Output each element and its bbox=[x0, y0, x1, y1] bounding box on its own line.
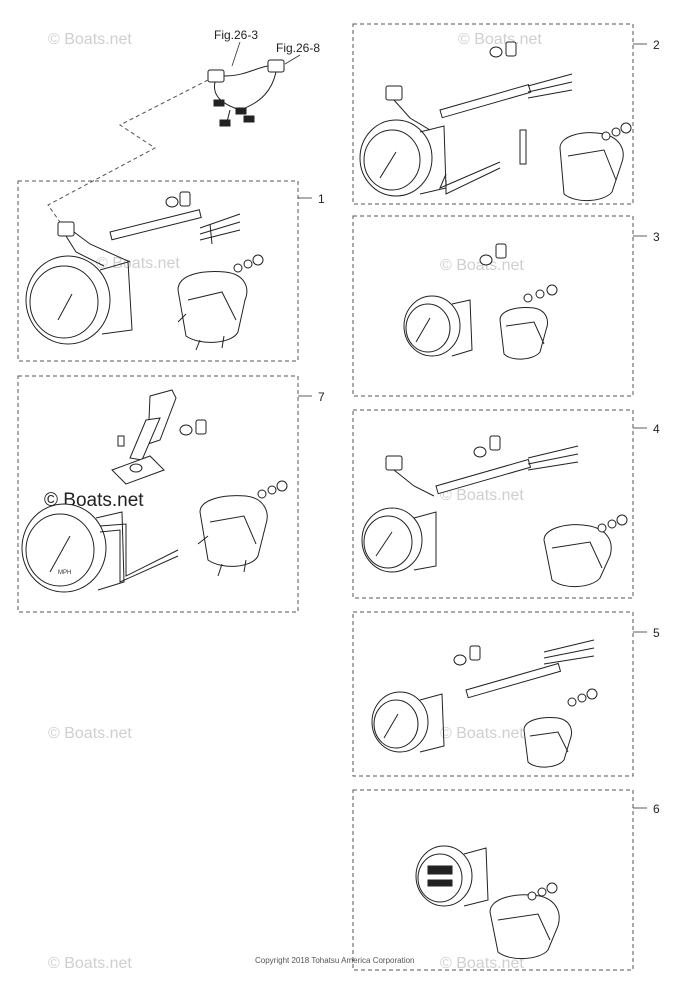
assembly-5-box bbox=[352, 611, 634, 777]
watermark-8: © Boats.net bbox=[48, 955, 132, 972]
gauge-mph-label: MPH bbox=[58, 570, 71, 576]
assembly-6: 6 bbox=[352, 789, 660, 971]
watermarks: © Boats.net © Boats.net © Boats.net © Bo… bbox=[44, 31, 542, 972]
callout-4: 4 bbox=[653, 422, 660, 436]
watermark-9: © Boats.net bbox=[440, 955, 524, 972]
callout-5: 5 bbox=[653, 626, 660, 640]
assembly-1-box bbox=[17, 180, 299, 362]
assembly-7-box bbox=[17, 375, 299, 613]
copyright-text: Copyright 2018 Tohatsu America Corporati… bbox=[255, 956, 415, 965]
assembly-6-box bbox=[352, 789, 634, 971]
harness-reference: Fig.26-3 Fig.26-8 bbox=[47, 28, 320, 223]
callout-2: 2 bbox=[653, 38, 660, 52]
assembly-3-box bbox=[352, 215, 634, 397]
assembly-1: 1 bbox=[17, 180, 325, 362]
assembly-7: 7 MPH bbox=[17, 375, 325, 613]
watermark-5: © Boats.net bbox=[440, 487, 524, 504]
callout-6: 6 bbox=[653, 802, 660, 816]
fig-ref-26-3: Fig.26-3 bbox=[214, 28, 258, 42]
watermark-2: © Boats.net bbox=[458, 31, 542, 48]
watermark-7: © Boats.net bbox=[440, 725, 524, 742]
callout-7: 7 bbox=[318, 390, 325, 404]
assembly-3: 3 bbox=[352, 215, 660, 397]
assembly-4: 4 bbox=[352, 409, 660, 599]
watermark-6: © Boats.net bbox=[48, 725, 132, 742]
callout-3: 3 bbox=[653, 230, 660, 244]
watermark-4: © Boats.net bbox=[440, 257, 524, 274]
assembly-2-box bbox=[352, 23, 634, 205]
callout-1: 1 bbox=[318, 192, 325, 206]
fig-ref-26-8: Fig.26-8 bbox=[276, 41, 320, 55]
watermark-3: © Boats.net bbox=[96, 255, 180, 272]
assembly-5: 5 bbox=[352, 611, 660, 777]
assembly-2: 2 bbox=[352, 23, 660, 205]
assembly-4-box bbox=[352, 409, 634, 599]
watermark-1: © Boats.net bbox=[48, 31, 132, 48]
